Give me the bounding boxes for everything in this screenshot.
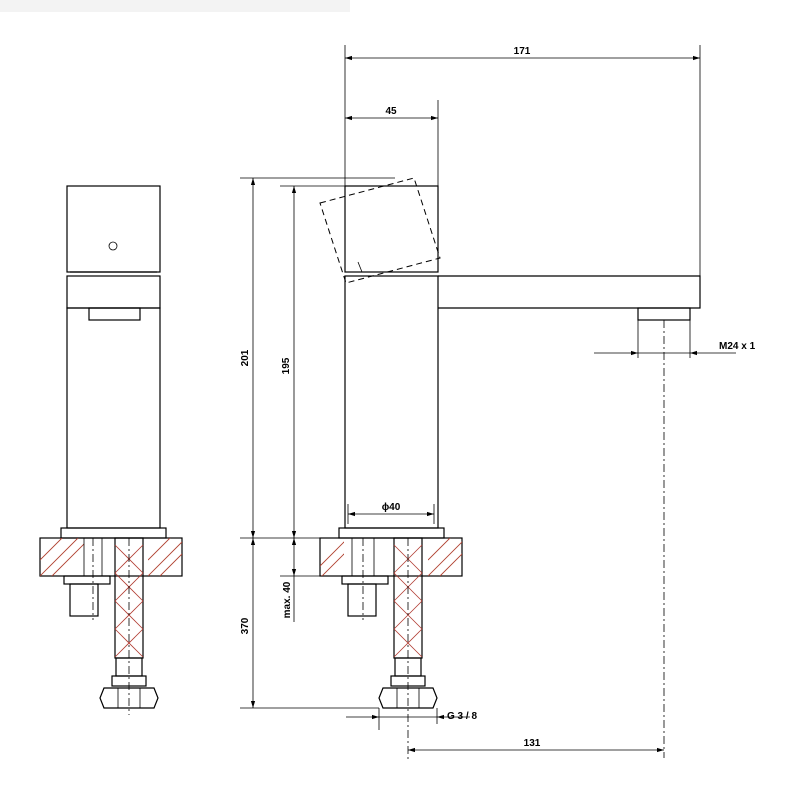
front-view bbox=[319, 177, 701, 760]
dim-370-label: 370 bbox=[240, 617, 251, 634]
indicator-dot bbox=[108, 241, 118, 251]
dim-201-label: 201 bbox=[240, 349, 251, 366]
side-mounting-plate bbox=[39, 537, 183, 577]
spout bbox=[438, 275, 701, 309]
side-handle-block bbox=[66, 185, 161, 273]
front-body bbox=[344, 275, 439, 529]
dim-45-label: 45 bbox=[385, 106, 397, 117]
dim-171-label: 171 bbox=[514, 46, 531, 57]
dim-m24-label: M24 x 1 bbox=[719, 341, 756, 352]
side-body bbox=[66, 307, 161, 529]
side-view bbox=[39, 185, 183, 715]
dim-max40-label: max. 40 bbox=[282, 581, 293, 618]
front-nut bbox=[378, 687, 438, 709]
dimensions: 171 45 201 195 370 max. 40 ϕ40 M24 x 1 bbox=[240, 45, 756, 753]
front-handle-block bbox=[344, 185, 439, 273]
aerator bbox=[637, 307, 691, 321]
side-nut bbox=[99, 687, 159, 709]
side-collar bbox=[66, 275, 161, 309]
front-mounting-plate bbox=[319, 537, 463, 577]
dim-phi40-label: ϕ40 bbox=[382, 502, 401, 513]
dim-195-label: 195 bbox=[281, 357, 292, 374]
handle-rotated-outline bbox=[319, 177, 441, 284]
header-strip bbox=[0, 0, 350, 12]
dim-131-label: 131 bbox=[524, 738, 541, 749]
dim-g38-label: G 3 / 8 bbox=[447, 711, 477, 722]
